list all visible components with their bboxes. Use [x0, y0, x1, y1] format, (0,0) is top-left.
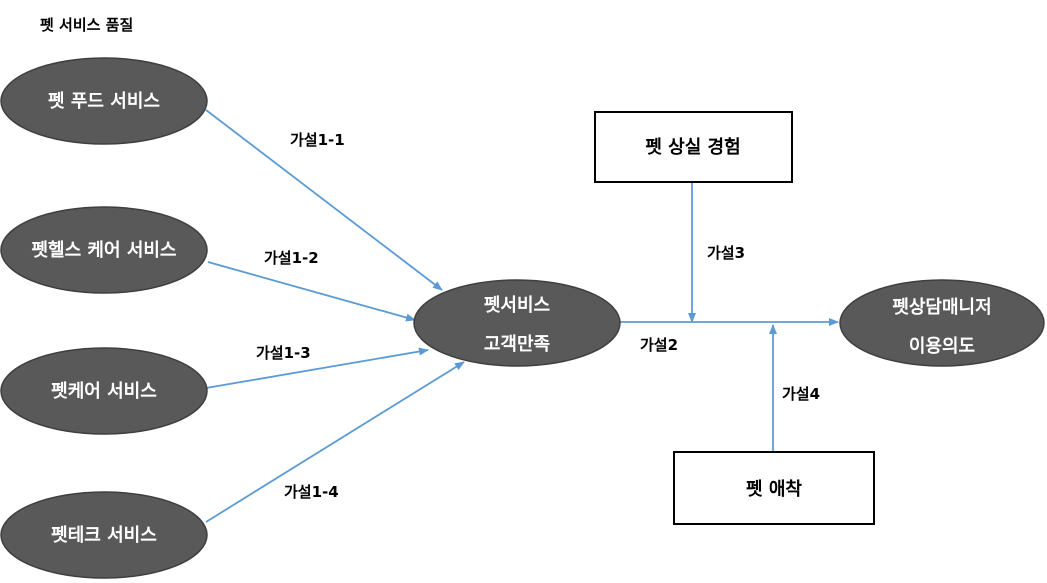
node-intention: 펫상담매니저 이용의도	[839, 279, 1045, 367]
node-pet-care: 펫케어 서비스	[0, 347, 208, 435]
box-pet-loss-label: 펫 상실 경험	[645, 136, 740, 158]
label-h1-4: 가설1-4	[284, 483, 339, 501]
node-intention-line1: 펫상담매니저	[892, 297, 991, 318]
node-pet-health-label: 펫헬스 케어 서비스	[31, 240, 176, 261]
label-h1-3: 가설1-3	[256, 344, 311, 362]
node-pet-food-label: 펫 푸드 서비스	[48, 91, 160, 112]
label-h3: 가설3	[707, 244, 745, 262]
arrow-h1-1	[205, 109, 443, 291]
node-satisfaction: 펫서비스 고객만족	[413, 279, 621, 367]
node-pet-tech-label: 펫테크 서비스	[51, 525, 157, 546]
label-h1-1: 가설1-1	[290, 131, 345, 149]
node-satisfaction-line1: 펫서비스	[484, 295, 550, 316]
node-pet-tech: 펫테크 서비스	[0, 491, 208, 579]
label-h1-2: 가설1-2	[264, 249, 319, 267]
node-intention-line2: 이용의도	[909, 336, 975, 357]
group-title: 펫 서비스 품질	[40, 16, 133, 34]
arrow-h1-2	[207, 261, 416, 322]
arrow-h1-3	[205, 347, 429, 389]
box-pet-attach-label: 펫 애착	[746, 479, 802, 500]
node-pet-care-label: 펫케어 서비스	[51, 381, 157, 402]
node-satisfaction-line2: 고객만족	[484, 334, 550, 355]
node-pet-health: 펫헬스 케어 서비스	[0, 206, 208, 294]
box-pet-loss: 펫 상실 경험	[594, 111, 793, 183]
node-pet-food: 펫 푸드 서비스	[0, 57, 208, 145]
arrow-h1-4	[205, 361, 465, 523]
box-pet-attach: 펫 애착	[673, 451, 875, 525]
label-h2: 가설2	[640, 336, 678, 354]
label-h4: 가설4	[782, 385, 820, 403]
